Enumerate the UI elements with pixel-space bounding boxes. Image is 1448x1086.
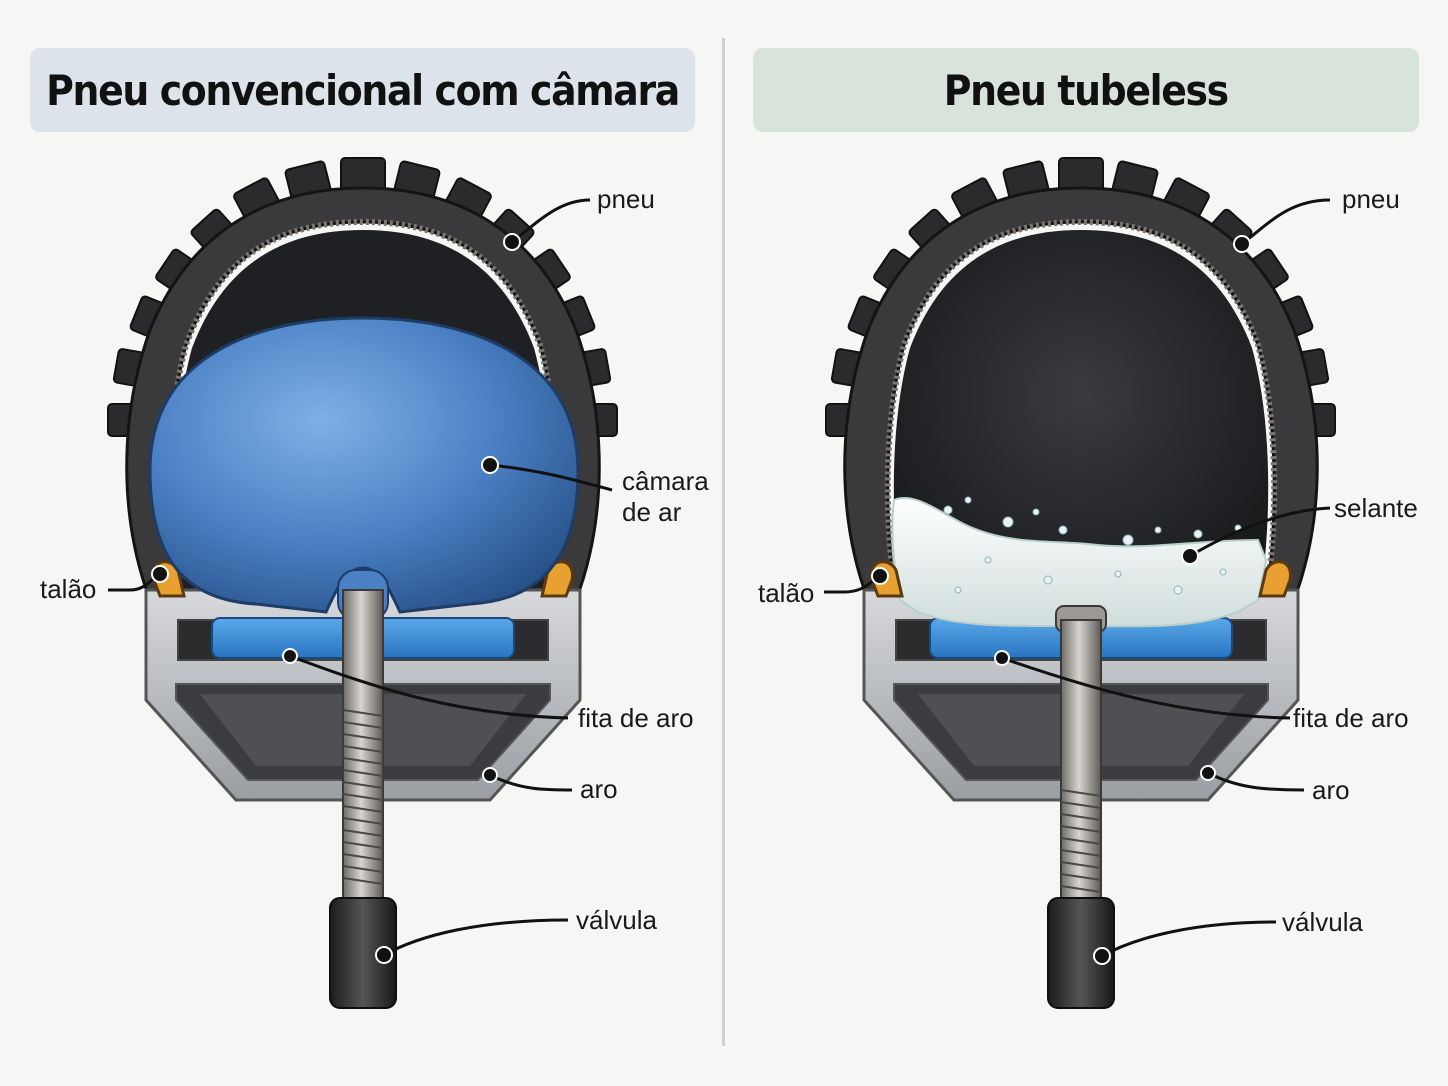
label-bead: talão — [758, 578, 815, 608]
label-inner-tube-line2: de ar — [622, 497, 682, 527]
leader-dots — [151, 233, 521, 964]
label-rim-tape: fita de aro — [578, 703, 694, 733]
leader-lines — [824, 198, 1331, 958]
bead-right — [1258, 560, 1292, 598]
tube-tire-panel: Pneu convencional com câmara — [30, 48, 709, 1009]
tube-tire-title: Pneu convencional com câmara — [46, 65, 680, 115]
tubeless-title: Pneu tubeless — [943, 65, 1229, 115]
sealant-bubbles — [943, 496, 1242, 595]
label-bead: talão — [40, 574, 97, 604]
leader-dots — [871, 235, 1251, 965]
label-valve: válvula — [576, 905, 657, 935]
tubeless-title-box: Pneu tubeless — [753, 48, 1419, 132]
valve — [1047, 605, 1115, 1009]
panel-divider — [722, 38, 725, 1046]
label-tire: pneu — [597, 184, 655, 214]
tubeless-tire-panel: Pneu tubeless — [724, 0, 1448, 1086]
air-cavity — [893, 230, 1269, 598]
label-rim: aro — [1312, 775, 1350, 805]
tube-tire-title-box: Pneu convencional com câmara — [30, 48, 695, 132]
label-inner-tube-line1: câmara — [622, 466, 709, 496]
inner-tube — [148, 316, 580, 614]
label-rim: aro — [580, 774, 618, 804]
label-rim-tape: fita de aro — [1293, 703, 1409, 733]
tube-tire-illustration — [107, 157, 618, 1009]
label-valve: válvula — [1282, 907, 1363, 937]
valve — [329, 569, 397, 1009]
tubeless-tire-illustration — [824, 157, 1336, 1009]
sealant — [891, 497, 1268, 628]
label-tire: pneu — [1342, 184, 1400, 214]
label-sealant: selante — [1334, 493, 1418, 523]
